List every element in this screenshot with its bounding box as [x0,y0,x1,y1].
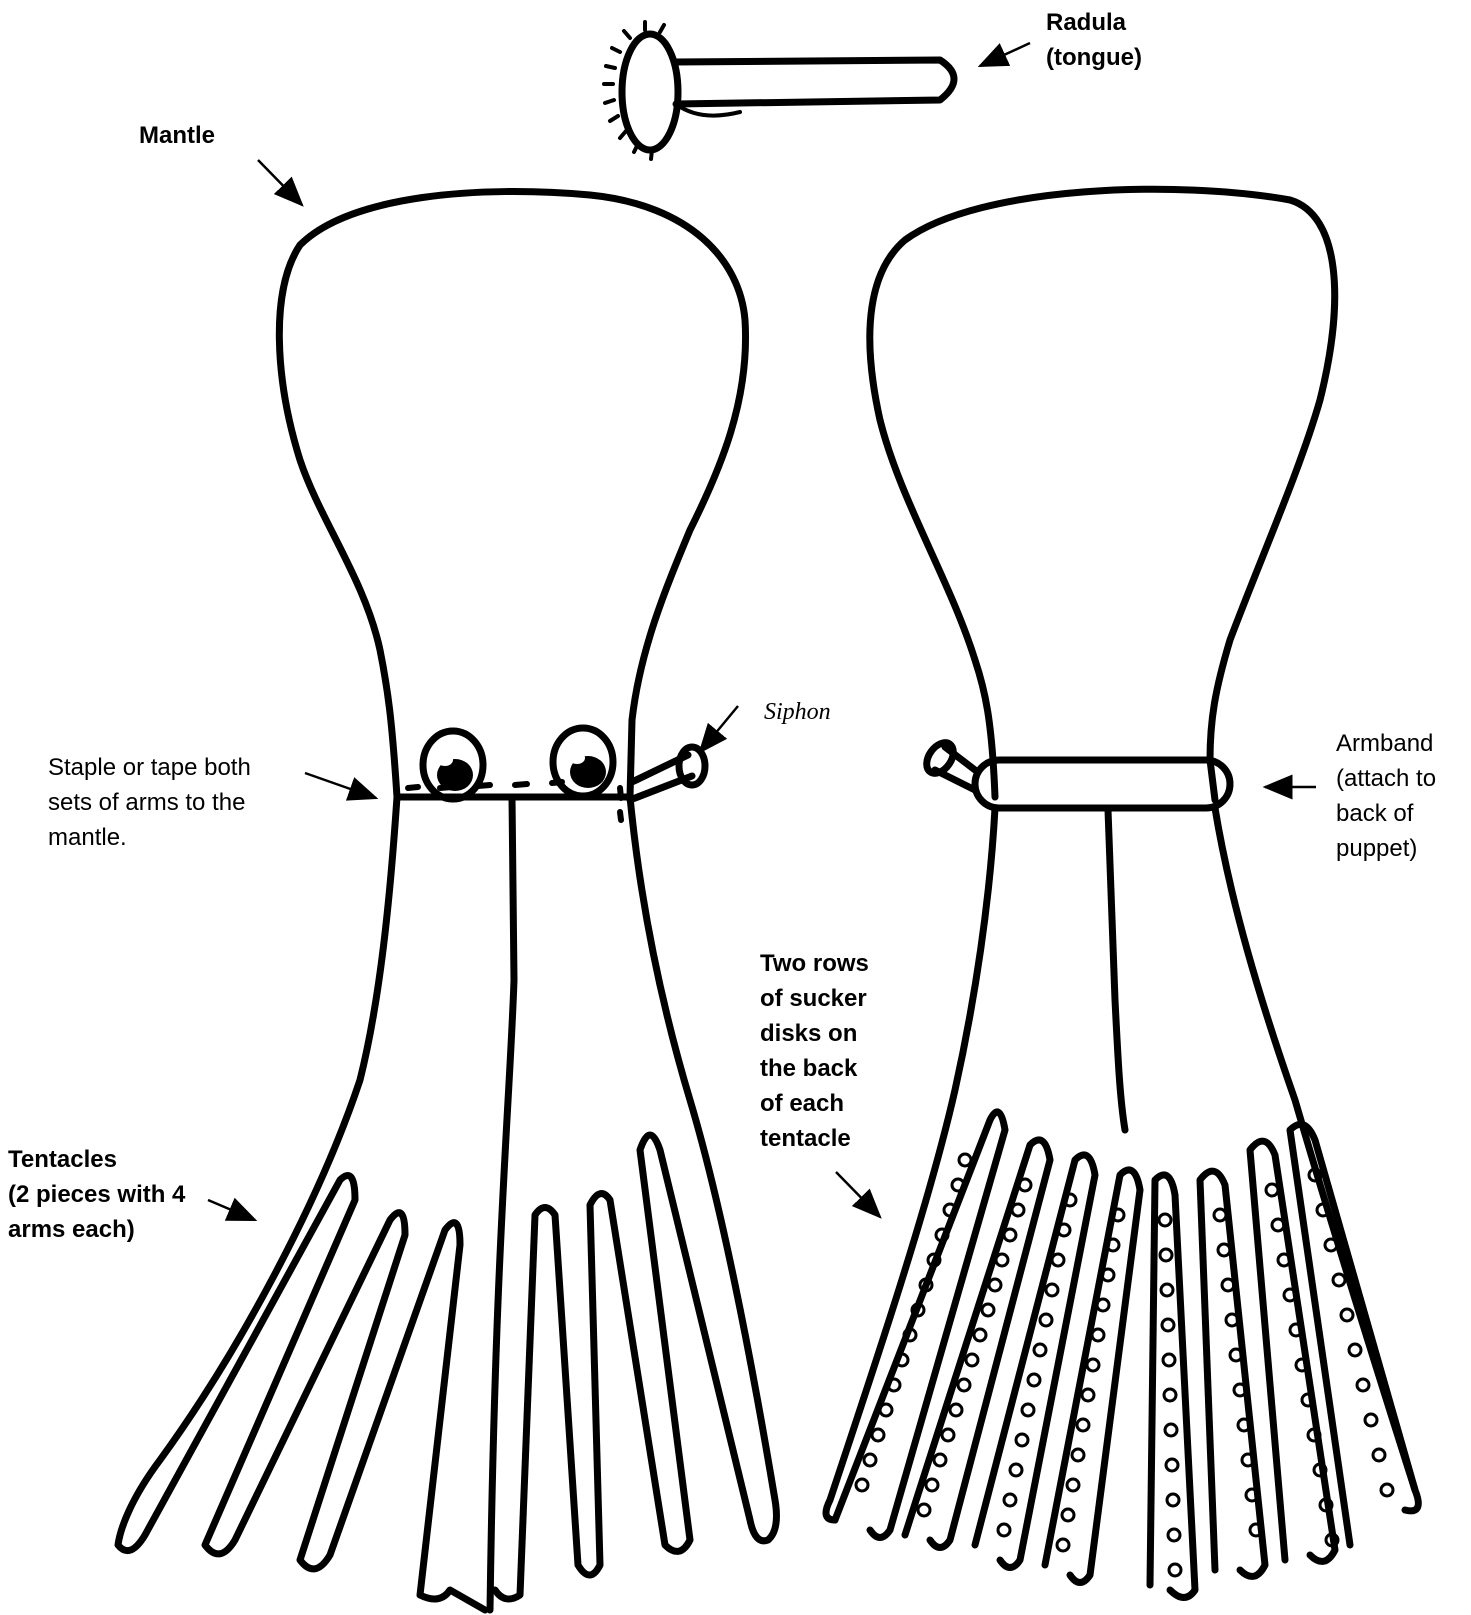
siphon-drawing [921,738,975,790]
tentacle-divider [1108,810,1125,1130]
armband-label-line: back of [1336,796,1436,831]
siphon-arrow [700,706,738,752]
suckers-arrow [836,1172,880,1217]
mantle-arrow [258,160,302,205]
tentacles-label-line: Tentacles [8,1142,185,1177]
siphon-label: Siphon [764,700,831,724]
front-mantle [279,192,745,797]
suckers-label: Two rows of sucker disks on the back of … [760,946,869,1156]
staple-arrow [305,773,376,798]
armband-label: Armband (attach to back of puppet) [1336,726,1436,866]
suckers-label-line: of sucker [760,981,869,1016]
back-squid [826,189,1418,1597]
suckers-label-line: of each [760,1086,869,1121]
tentacles-label-line: (2 pieces with 4 [8,1177,185,1212]
radula-label: Radula (tongue) [1046,5,1142,75]
tentacles-label-line: arms each) [8,1212,185,1247]
mantle-label: Mantle [139,118,215,153]
armband-drawing [975,760,1230,808]
back-mantle [870,189,1335,800]
tentacles-arrow [208,1200,255,1220]
staple-label-line: sets of arms to the [48,785,251,820]
right-tentacle-piece [495,797,776,1599]
tentacles-label: Tentacles (2 pieces with 4 arms each) [8,1142,185,1247]
siphon-drawing [630,747,705,800]
back-tentacles [835,1112,1415,1598]
suckers-label-line: the back [760,1051,869,1086]
front-squid [118,192,776,1610]
armband-label-line: puppet) [1336,831,1436,866]
armband-label-line: Armband [1336,726,1436,761]
tentacle-divider [490,797,514,1610]
radula-label-line: (tongue) [1046,40,1142,75]
suckers-label-line: tentacle [760,1121,869,1156]
radula-arrow [980,43,1030,66]
radula-drawing [604,22,954,159]
armband-label-line: (attach to [1336,761,1436,796]
eye-icon [553,728,613,796]
staple-label-line: Staple or tape both [48,750,251,785]
suckers-label-line: Two rows [760,946,869,981]
suckers-label-line: disks on [760,1016,869,1051]
staple-instruction-label: Staple or tape both sets of arms to the … [48,750,251,855]
radula-label-line: Radula [1046,5,1142,40]
staple-label-line: mantle. [48,820,251,855]
